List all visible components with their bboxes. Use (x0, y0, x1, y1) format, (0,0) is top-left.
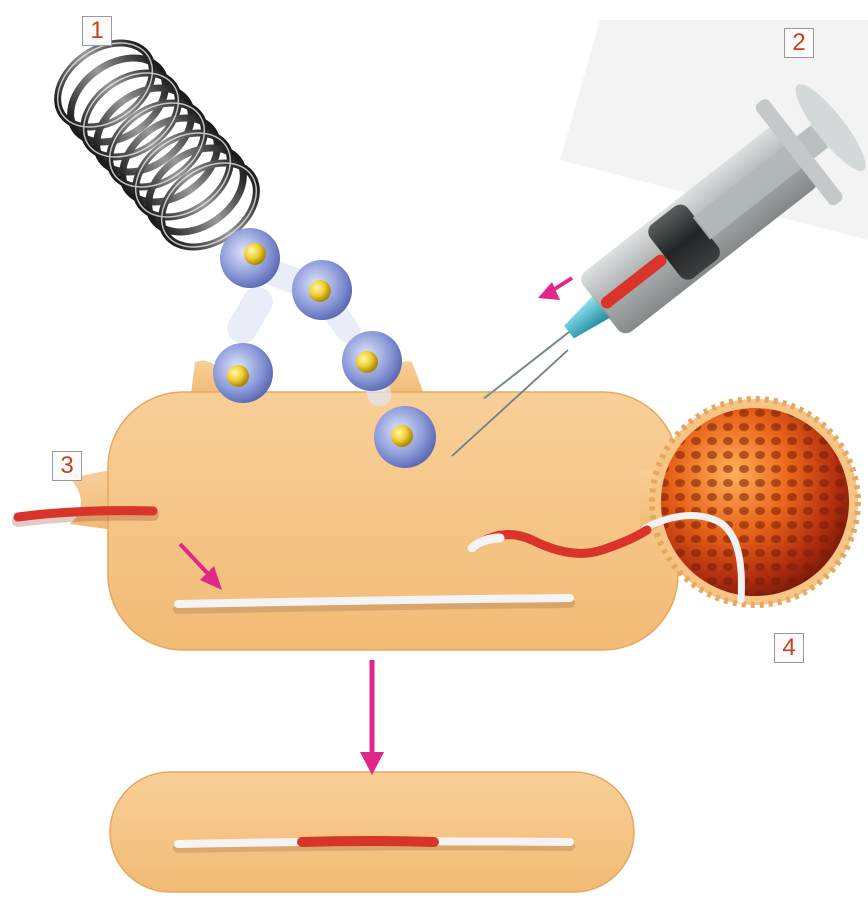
carrier-particle (374, 406, 436, 468)
label-4: 4 (774, 633, 804, 663)
arrow-down-icon (360, 660, 384, 775)
label-1: 1 (82, 16, 112, 46)
lower-cell (110, 772, 634, 892)
coiled-vector-icon (42, 26, 272, 265)
carrier-particle (220, 228, 280, 288)
carrier-particle (292, 260, 352, 320)
carrier-particle (213, 343, 273, 403)
label-2: 2 (784, 28, 814, 58)
carrier-particle (342, 331, 402, 391)
label-3: 3 (52, 451, 82, 481)
arrow-from-syringe-icon (538, 278, 572, 300)
